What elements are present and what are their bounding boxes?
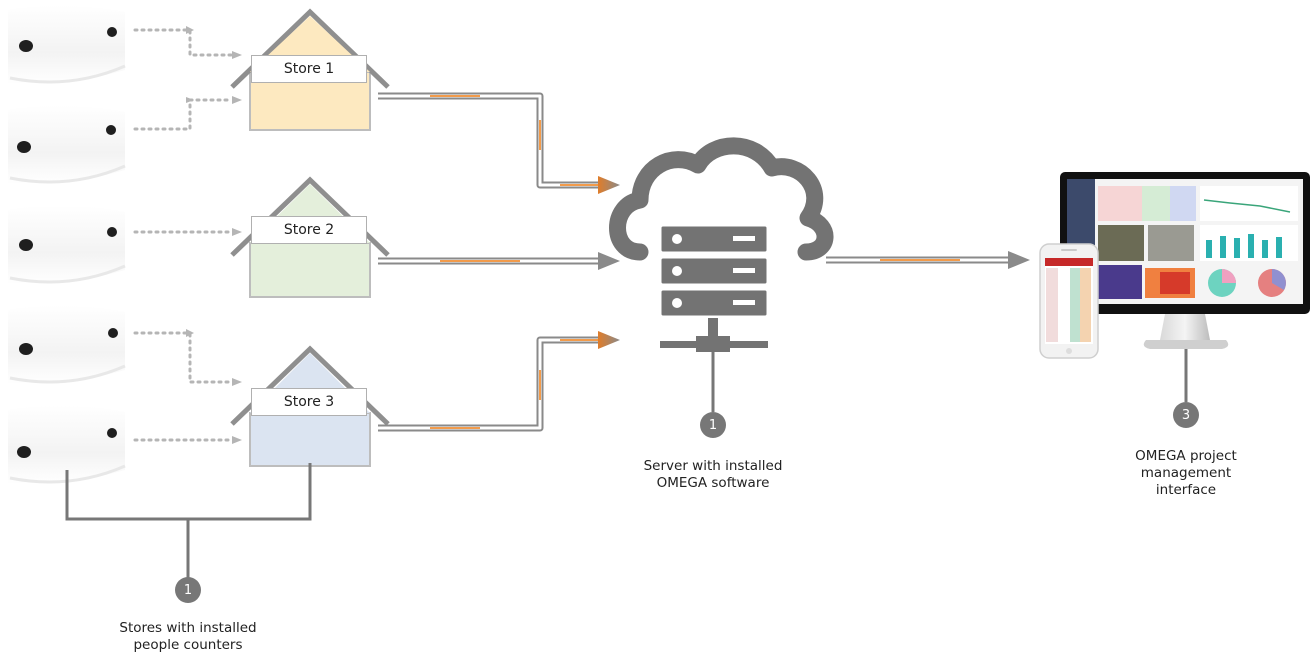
stores-caption-line-1: Stores with installed	[119, 620, 257, 636]
dotted-connectors	[133, 28, 234, 442]
pipes-to-server	[378, 92, 620, 432]
interface-caption-line-3: interface	[1155, 482, 1217, 498]
interface-caption: OMEGA project management interface	[1106, 448, 1266, 499]
people-counter-devices	[8, 5, 126, 485]
server-caption-line-2: OMEGA software	[656, 475, 770, 491]
interface-step-badge: 3	[1173, 402, 1199, 428]
store-1-label: Store 1	[251, 55, 367, 83]
interface-caption-line-1: OMEGA project	[1135, 448, 1237, 464]
stores-step-badge: 1	[175, 577, 201, 603]
pipe-to-interface	[826, 251, 1030, 269]
people-counter-3	[8, 205, 126, 285]
stores-caption-line-2: people counters	[133, 637, 243, 653]
store-3-label: Store 3	[251, 388, 367, 416]
interface-caption-line-2: management	[1140, 465, 1232, 481]
monitor-and-phone	[1039, 172, 1310, 359]
store-2-label: Store 2	[251, 216, 367, 244]
people-counter-2	[8, 105, 126, 185]
people-counter-5	[8, 405, 126, 485]
stores-bracket-connector	[65, 463, 312, 578]
cloud-server-icon	[609, 137, 834, 352]
people-counter-4	[8, 305, 126, 385]
server-step-badge: 1	[700, 412, 726, 438]
server-caption: Server with installed OMEGA software	[613, 458, 813, 492]
phone	[1039, 243, 1099, 359]
people-counter-1	[8, 5, 126, 85]
server-caption-line-1: Server with installed	[643, 458, 783, 474]
stores-caption: Stores with installed people counters	[88, 620, 288, 654]
dotted-connector-arrowheads	[186, 26, 242, 444]
